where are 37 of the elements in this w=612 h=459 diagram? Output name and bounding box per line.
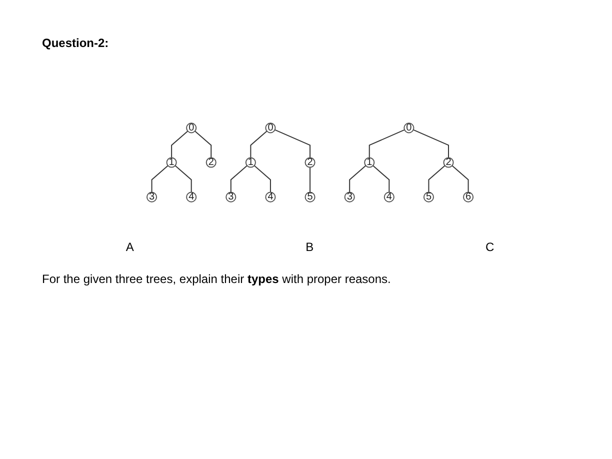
node-circle: 2 — [206, 157, 216, 168]
connector — [230, 165, 248, 193]
connector — [151, 165, 168, 193]
node-circle: 5 — [423, 192, 434, 202]
question-text: For the given three trees, explain their types with proper reasons. — [42, 272, 391, 286]
tree-label: B — [306, 240, 314, 254]
tree-label: A — [126, 240, 134, 254]
node-circle: 0 — [186, 122, 197, 134]
connector — [349, 165, 366, 193]
node-circle: 5 — [304, 192, 316, 202]
node-circle: 2 — [304, 157, 316, 168]
node-circle: 4 — [384, 192, 394, 202]
connector — [452, 165, 469, 193]
connector — [274, 129, 310, 158]
node-circle: 3 — [146, 192, 158, 202]
connector — [250, 130, 268, 158]
node-circle: 3 — [226, 192, 236, 202]
question-title: Question-2: — [42, 36, 109, 50]
connector — [254, 165, 271, 193]
connector — [174, 165, 192, 193]
node-circle: 4 — [186, 192, 197, 202]
node-circle: 4 — [265, 192, 276, 202]
connector — [368, 129, 406, 158]
tree-label: C — [485, 240, 494, 254]
connector — [194, 130, 212, 158]
node-circle: 1 — [364, 157, 375, 168]
node-circle: 3 — [344, 192, 355, 202]
connector — [412, 129, 449, 158]
connector — [428, 165, 446, 193]
connector — [171, 130, 188, 158]
node-circle: 6 — [462, 192, 474, 202]
node-circle: 1 — [166, 157, 177, 168]
node-circle: 0 — [265, 122, 276, 134]
node-circle: 2 — [443, 157, 454, 168]
connector — [372, 165, 390, 193]
node-circle: 0 — [404, 122, 414, 134]
node-circle: 1 — [245, 157, 256, 168]
